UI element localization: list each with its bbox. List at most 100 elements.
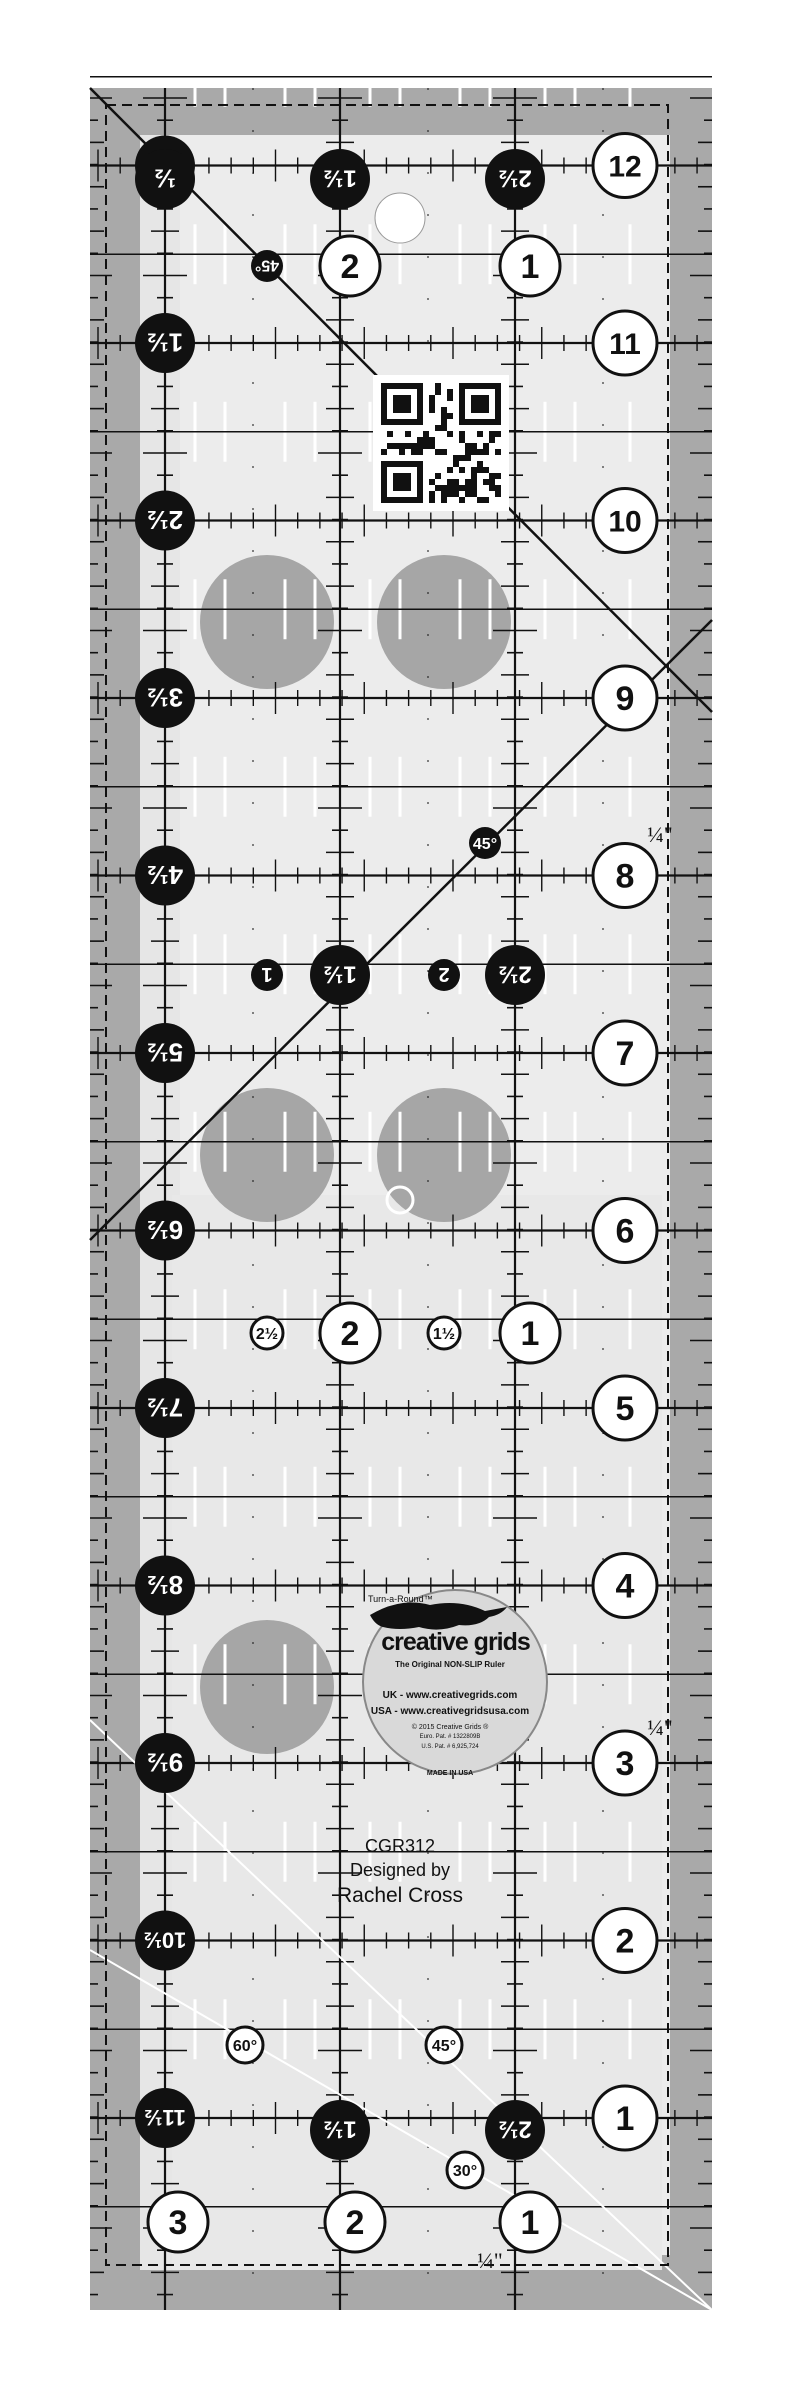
angle-marker-45-bottom: 45°	[424, 2025, 464, 2065]
inch-number-marker: 12	[591, 132, 659, 199]
inch-number-marker: 11	[591, 309, 659, 377]
grip-dot	[377, 555, 511, 689]
svg-text:2: 2	[616, 1923, 635, 1961]
svg-text:1½: 1½	[323, 960, 356, 987]
svg-text:1: 1	[521, 248, 540, 286]
svg-text:11: 11	[609, 328, 641, 361]
svg-text:7: 7	[616, 1035, 635, 1073]
inch-number-marker: 1	[591, 2084, 659, 2152]
half-inch-marker: 6½	[135, 1200, 195, 1261]
brand-name: creative grids	[381, 1628, 531, 1656]
quarter-inch-label-bottom: ¼"	[477, 2248, 503, 2273]
width-number-marker: 3	[146, 2190, 210, 2254]
grip-dot	[200, 555, 334, 689]
designed-by-label: Designed by	[349, 1860, 451, 1880]
svg-text:2: 2	[346, 2204, 365, 2242]
half-marker-top: ½	[135, 149, 195, 209]
inch-number-marker: 6	[591, 1197, 659, 1264]
quarter-inch-border	[105, 104, 669, 2266]
model-number: CGR312	[364, 1836, 436, 1856]
width-number-marker: 1	[498, 1301, 562, 1365]
svg-text:1: 1	[521, 1315, 540, 1353]
svg-text:5: 5	[616, 1390, 635, 1428]
svg-text:10½: 10½	[144, 1928, 187, 1953]
svg-text:2½: 2½	[498, 960, 531, 987]
svg-text:10: 10	[608, 505, 641, 538]
svg-text:9½: 9½	[147, 1748, 183, 1778]
svg-text:4½: 4½	[147, 860, 183, 890]
brand-uk-web: UK - www.creativegrids.com	[382, 1690, 518, 1701]
width-number-marker: 2	[318, 234, 382, 298]
markers: 123456789101112½1½2½3½4½5½6½7½8½9½10½11½…	[135, 132, 659, 2254]
width-number-marker: 2	[318, 1301, 382, 1365]
svg-text:2: 2	[438, 963, 449, 985]
svg-text:2½: 2½	[256, 1326, 278, 1343]
half-marker-middle: 1	[251, 959, 283, 991]
svg-text:6: 6	[616, 1213, 635, 1251]
width-number-marker: 2	[323, 2190, 387, 2254]
half-marker-bottom: 2½	[485, 2100, 545, 2160]
svg-text:45°: 45°	[255, 256, 279, 273]
width-number-marker-small: 1½	[426, 1315, 462, 1351]
inch-number-marker: 10	[591, 487, 659, 554]
diagonal-30-line	[89, 1949, 713, 2311]
inch-number-marker: 5	[591, 1374, 659, 1442]
svg-text:60°: 60°	[233, 2038, 257, 2055]
angle-marker-45-top: 45°	[251, 250, 283, 282]
half-inch-marker: 8½	[135, 1555, 195, 1616]
grip-dot	[200, 1088, 334, 1222]
half-inch-marker: 4½	[135, 845, 195, 906]
half-inch-marker: 3½	[135, 668, 195, 728]
inch-number-marker: 4	[591, 1552, 659, 1619]
svg-text:½: ½	[154, 164, 176, 194]
half-marker-top: 2½	[485, 149, 545, 209]
svg-text:8: 8	[616, 858, 635, 896]
half-inch-marker: 7½	[135, 1378, 195, 1438]
half-inch-marker: 2½	[135, 490, 195, 551]
angle-marker-45-diagonal: 45°	[469, 827, 501, 859]
svg-text:3: 3	[616, 1745, 635, 1783]
svg-text:2½: 2½	[498, 164, 531, 191]
svg-text:9: 9	[616, 680, 635, 718]
svg-text:1½: 1½	[323, 164, 356, 191]
brand-copyright: © 2015 Creative Grids ®	[411, 1724, 489, 1731]
qr-code-icon	[373, 375, 509, 511]
half-marker-middle: 2½	[485, 945, 545, 1005]
inch-number-marker: 9	[591, 664, 659, 732]
half-inch-marker: 5½	[135, 1023, 195, 1083]
svg-text:1½: 1½	[323, 2115, 356, 2142]
half-marker-middle: 1½	[310, 945, 370, 1005]
svg-text:5½: 5½	[147, 1038, 183, 1068]
svg-text:2½: 2½	[147, 505, 183, 535]
svg-text:6½: 6½	[147, 1215, 183, 1245]
svg-text:30°: 30°	[453, 2163, 477, 2180]
half-marker-middle: 2	[428, 959, 460, 991]
inch-number-marker: 2	[591, 1907, 659, 1974]
center-target-icon	[385, 1185, 415, 1215]
brand-tagline: The Original NON-SLIP Ruler	[395, 1660, 505, 1669]
diagonal-60-line	[89, 1719, 713, 2311]
brand-us-patent: U.S. Pat. # 6,925,724	[421, 1744, 479, 1750]
inch-number-marker: 8	[591, 842, 659, 909]
svg-text:45°: 45°	[473, 836, 497, 853]
width-number-marker: 1	[498, 2190, 562, 2254]
svg-text:3½: 3½	[147, 683, 183, 713]
svg-text:1½: 1½	[147, 328, 183, 358]
svg-text:12: 12	[608, 150, 641, 183]
width-number-marker-small: 2½	[249, 1315, 285, 1351]
grip-dot	[377, 1088, 511, 1222]
inch-number-marker: 3	[591, 1729, 659, 1797]
hang-hole-icon	[374, 192, 426, 244]
svg-text:2½: 2½	[498, 2115, 531, 2142]
half-inch-marker: 1½	[135, 313, 195, 373]
half-inch-marker: 9½	[135, 1733, 195, 1793]
svg-text:1: 1	[261, 963, 272, 985]
svg-text:2: 2	[341, 1315, 360, 1353]
brand-euro-patent: Euro. Pat. # 1322809B	[419, 1734, 481, 1740]
width-number-marker: 1	[498, 234, 562, 298]
svg-text:8½: 8½	[147, 1570, 183, 1600]
svg-text:11½: 11½	[144, 2105, 186, 2130]
brand-logo	[362, 1589, 548, 1775]
angle-marker-60: 60°	[225, 2025, 265, 2065]
half-marker-top: 1½	[310, 149, 370, 209]
